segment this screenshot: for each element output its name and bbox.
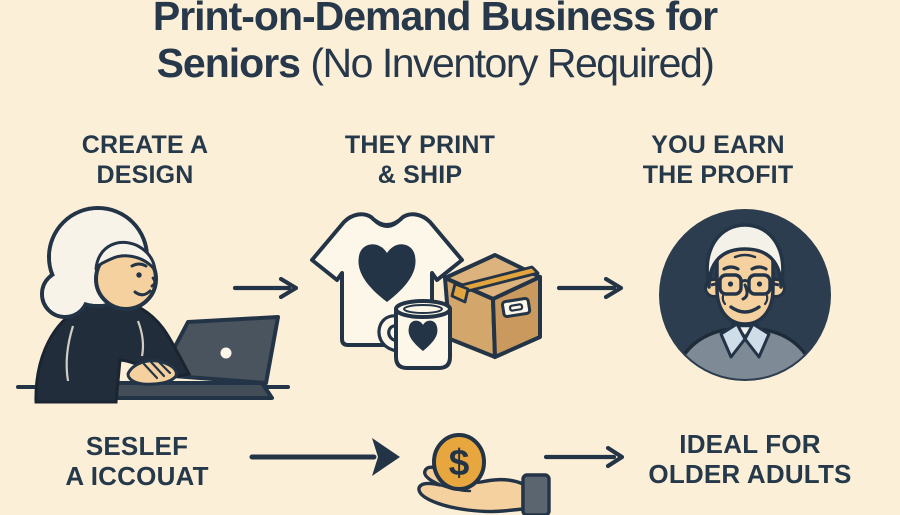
step-earn-line1: YOU EARN xyxy=(651,131,785,159)
heart-icon xyxy=(408,320,438,351)
dollar-coin-icon: $ xyxy=(432,433,486,491)
step-print-ship-line1: THEY PRINT xyxy=(344,131,496,159)
cuff xyxy=(521,473,551,515)
bottom-right-line1: IDEAL FOR xyxy=(679,429,821,459)
laptop-icon xyxy=(98,315,280,400)
title-line1: Print-on-Demand Business for xyxy=(152,0,718,39)
mug-icon xyxy=(377,299,452,370)
tshirt-mug-box-illustration xyxy=(310,212,542,370)
step-print-ship-line2: & SHIP xyxy=(377,161,463,189)
step-create-line1: CREATE A xyxy=(81,131,209,159)
arrow-account-to-coin-icon xyxy=(249,438,400,476)
heart-icon xyxy=(358,244,416,302)
title-line2-bold: Seniors xyxy=(156,40,301,86)
bottom-left-line2: A ICCOUAT xyxy=(65,461,209,491)
senior-woman-figure xyxy=(34,206,192,404)
arrow-create-to-print-icon xyxy=(232,276,299,300)
dollar-sign: $ xyxy=(449,442,470,483)
step-create-line2: DESIGN xyxy=(96,161,194,189)
glasses-icon xyxy=(710,273,780,296)
shipping-label xyxy=(500,296,532,319)
senior-woman-laptop-illustration xyxy=(16,206,290,404)
step-create-label: CREATE A DESIGN xyxy=(45,130,245,190)
bottom-left-line1: SESLEF xyxy=(85,431,189,461)
senior-man-avatar xyxy=(659,209,831,381)
step-earn-label: YOU EARN THE PROFIT xyxy=(608,130,828,190)
step-print-ship-label: THEY PRINT & SHIP xyxy=(320,130,520,190)
bottom-right-line2: OLDER ADULTS xyxy=(648,459,852,489)
title-line2-light: (No Inventory Required) xyxy=(310,40,715,86)
bottom-left-label: SESLEF A ICCOUAT xyxy=(27,431,247,491)
page-title: Print-on-Demand Business for Seniors (No… xyxy=(15,0,855,87)
hand-coin-illustration: $ xyxy=(417,433,551,515)
shipping-box-icon xyxy=(443,253,542,359)
arrow-print-to-earn-icon xyxy=(556,276,624,300)
step-earn-line2: THE PROFIT xyxy=(642,161,794,189)
arrow-coin-to-ideal-icon xyxy=(543,445,625,469)
bottom-right-label: IDEAL FOR OLDER ADULTS xyxy=(640,429,860,489)
white-hair xyxy=(705,223,785,289)
